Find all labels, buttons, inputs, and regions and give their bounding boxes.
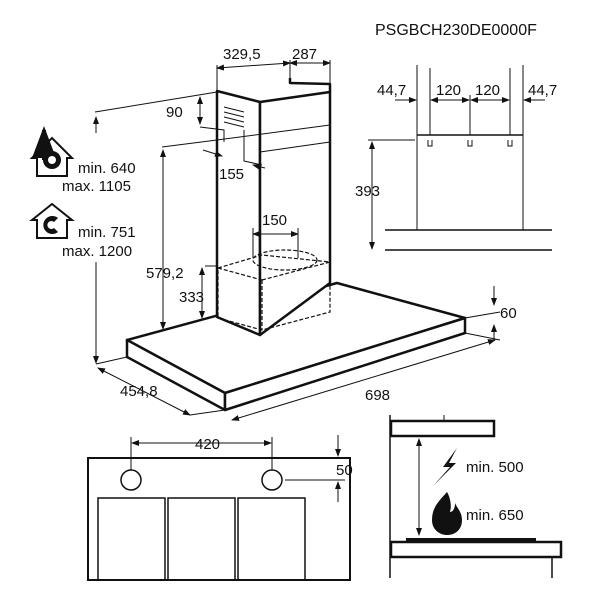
- bracket-spacing-1-label: 120: [436, 82, 461, 99]
- outlet-diameter-label: 150: [262, 212, 287, 229]
- recirculation-min-label: min. 751: [78, 224, 136, 241]
- extraction-min-label: min. 640: [78, 160, 136, 177]
- hood-isometric: [125, 78, 467, 412]
- outlet-side-offset-label: 155: [219, 166, 244, 183]
- extraction-mode-icon: [29, 126, 75, 177]
- canopy-width-label: 698: [365, 387, 390, 404]
- electric-clearance-label: min. 500: [466, 459, 524, 476]
- recirculation-max-label: max. 1200: [62, 243, 132, 260]
- model-code: PSGBCH230DE0000F: [375, 22, 537, 39]
- bracket-height-label: 393: [355, 183, 380, 200]
- dimension-lines: [93, 60, 501, 421]
- light-offset-label: 50: [336, 462, 353, 479]
- clearance-view: [389, 415, 563, 578]
- recirculation-mode-icon: [29, 202, 75, 239]
- motor-height-label: 333: [179, 289, 204, 306]
- gas-clearance-label: min. 650: [466, 507, 524, 524]
- lightning-icon: [433, 448, 457, 486]
- canopy-thickness-label: 60: [500, 305, 517, 322]
- light-spacing-label: 420: [195, 436, 220, 453]
- flame-icon: [432, 492, 462, 535]
- extraction-max-label: max. 1105: [62, 178, 131, 195]
- chimney-width-label: 329,5: [223, 46, 261, 63]
- canopy-depth-label: 454,8: [120, 383, 158, 400]
- chimney-depth-label: 287: [292, 46, 317, 63]
- outlet-top-offset-label: 90: [166, 104, 183, 121]
- bottom-view: [87, 435, 351, 581]
- bracket-offset-right-label: 44,7: [528, 82, 557, 99]
- bracket-spacing-2-label: 120: [475, 82, 500, 99]
- lower-chimney-height-label: 579,2: [146, 265, 184, 282]
- bracket-offset-left-label: 44,7: [377, 82, 406, 99]
- bracket-view: [368, 65, 552, 251]
